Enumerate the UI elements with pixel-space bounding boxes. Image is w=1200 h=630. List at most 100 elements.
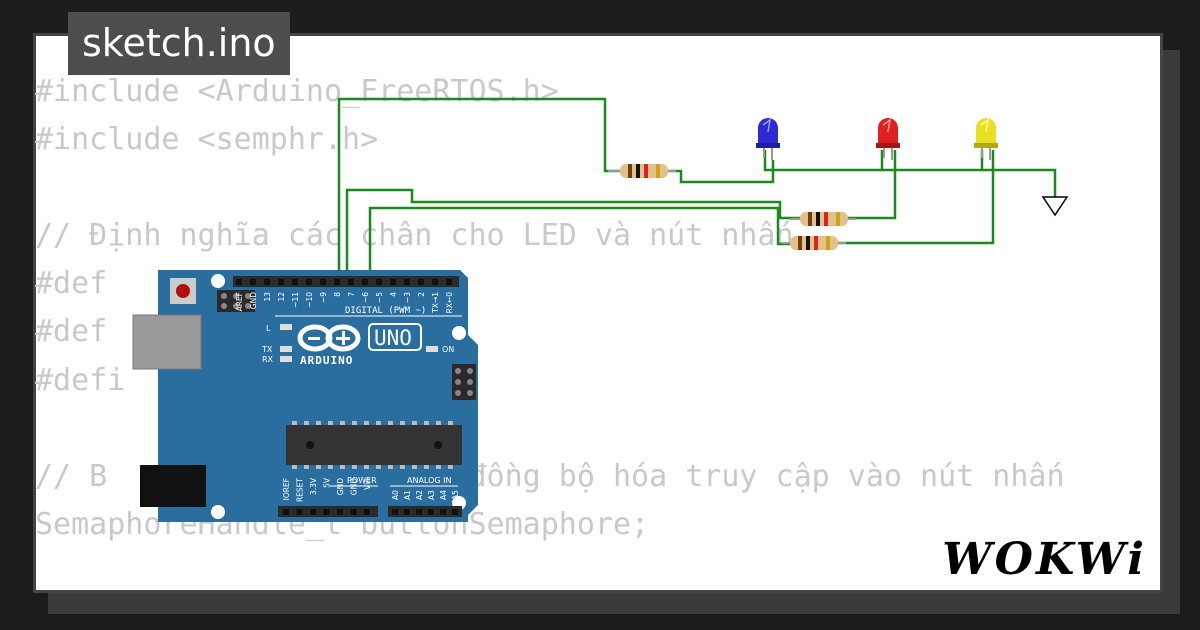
mounting-hole	[211, 505, 225, 519]
chip-pin	[412, 465, 417, 469]
header-pin[interactable]	[337, 509, 343, 515]
pin-label: 3.3V	[309, 477, 318, 495]
header-pin[interactable]	[404, 279, 410, 285]
header-pin[interactable]	[390, 279, 396, 285]
chip-pin	[352, 465, 357, 469]
on-label: ON	[442, 345, 454, 354]
led-yellow[interactable]	[974, 118, 998, 160]
header-pin[interactable]	[310, 509, 316, 515]
header-pin[interactable]	[416, 509, 422, 515]
arduino-uno-board[interactable]: DIGITAL (PWM ~) ARDUINO UNO L TX RX ON P…	[132, 270, 478, 522]
header-pin[interactable]	[334, 279, 340, 285]
header-pin[interactable]	[292, 279, 298, 285]
chip-pin	[328, 421, 333, 425]
header-pin[interactable]	[432, 279, 438, 285]
header-pin[interactable]	[278, 279, 284, 285]
wokwi-logo: WOKWi	[942, 534, 1147, 585]
header-pin[interactable]	[264, 279, 270, 285]
chip-pin	[436, 465, 441, 469]
chip-pin	[328, 465, 333, 469]
board-model: UNO	[374, 326, 412, 350]
chip-pin	[400, 421, 405, 425]
header-pin[interactable]	[236, 279, 242, 285]
resistor-3[interactable]	[782, 236, 846, 250]
code-line: // Định nghĩa các chân cho LED và nút nh…	[35, 218, 794, 254]
l-indicator	[280, 324, 292, 330]
header-pin[interactable]	[348, 279, 354, 285]
wire-resistor2-red-led	[848, 150, 897, 220]
header-pin[interactable]	[452, 509, 458, 515]
pin-label: Vin	[363, 478, 372, 490]
pin-label: 8	[333, 292, 342, 297]
code-line: #defi	[35, 362, 126, 398]
header-pin[interactable]	[418, 279, 424, 285]
pin-label: GND	[350, 478, 359, 495]
pin-label: 4	[389, 292, 398, 297]
code-line: #include <semphr.h>	[35, 122, 379, 158]
arduino-logo-text: ARDUINO	[300, 354, 353, 367]
chip-pin	[364, 421, 369, 425]
resistor-1[interactable]	[608, 164, 676, 178]
header-pin[interactable]	[428, 509, 434, 515]
header-pin[interactable]	[392, 509, 398, 515]
chip-pin	[292, 465, 297, 469]
digital-header[interactable]	[233, 276, 459, 287]
icsp-header	[217, 290, 255, 312]
header-pin[interactable]	[364, 509, 370, 515]
header-pin[interactable]	[320, 279, 326, 285]
resistor-2[interactable]	[790, 212, 856, 226]
led-red[interactable]	[876, 118, 900, 160]
header-pin[interactable]	[362, 279, 368, 285]
on-indicator	[426, 346, 438, 352]
pin-label: RESET	[296, 478, 305, 502]
chip-pin	[304, 421, 309, 425]
chip-pin	[352, 421, 357, 425]
chip-pin	[316, 421, 321, 425]
analog-header[interactable]	[388, 506, 462, 517]
header-pin[interactable]	[283, 509, 289, 515]
header-pin[interactable]	[350, 509, 357, 515]
header-pin[interactable]	[446, 279, 452, 285]
header-pin[interactable]	[296, 509, 303, 515]
code-line: // B đồng bộ hóa truy cập vào nút nhấn	[35, 458, 1065, 494]
pin-label: GND	[336, 478, 345, 495]
rx-label: RX	[262, 355, 274, 364]
chip-pin	[436, 421, 441, 425]
microcontroller-chip	[286, 425, 462, 465]
header-pin[interactable]	[404, 509, 410, 515]
code-line: #def	[35, 266, 108, 302]
header-pin[interactable]	[306, 279, 312, 285]
led-blue[interactable]	[756, 118, 780, 160]
power-header[interactable]	[278, 506, 378, 517]
sketch-title: sketch.ino	[68, 12, 290, 75]
wire-ground-bus	[763, 150, 1057, 197]
code-line: #include <Arduino_FreeRTOS.h>	[35, 74, 559, 109]
pin-label: IOREF	[282, 478, 291, 500]
pin-label: ~9	[319, 292, 328, 303]
pin-label: GND	[249, 292, 258, 309]
header-pin[interactable]	[250, 279, 256, 285]
pin-label: 2	[417, 292, 426, 297]
pin-label: ~5	[375, 292, 384, 303]
header-pin[interactable]	[323, 509, 330, 515]
analog-label: ANALOG IN	[407, 476, 452, 485]
mounting-hole	[211, 274, 225, 288]
pin-label: A4	[439, 490, 448, 500]
pin-label: ~6	[361, 292, 370, 303]
pin-label: 13	[263, 292, 272, 302]
header-pin[interactable]	[440, 509, 446, 515]
pin-label: 5V	[323, 477, 332, 488]
usb-port	[132, 314, 202, 370]
chip-pin	[388, 465, 393, 469]
tx-label: TX	[261, 345, 273, 354]
pin-label: A0	[391, 490, 400, 500]
header-pin[interactable]	[376, 279, 382, 285]
chip-pin	[340, 421, 345, 425]
chip-pin	[292, 421, 297, 425]
tx-indicator	[280, 346, 292, 352]
chip-pin	[412, 421, 417, 425]
pin-label: A1	[403, 490, 412, 500]
chip-pin	[424, 421, 429, 425]
wire-resistor3-yellow-led	[838, 150, 995, 245]
